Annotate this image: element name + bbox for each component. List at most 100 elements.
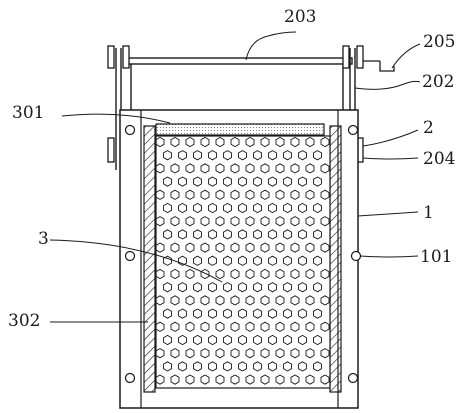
hex-hole (193, 334, 202, 346)
hex-hole (320, 295, 330, 306)
hex-hole (230, 348, 240, 359)
hex-hole (275, 348, 285, 359)
leader-2 (362, 129, 419, 147)
crank-handle (363, 60, 395, 72)
hex-hole (283, 334, 292, 346)
callout-302: 302 (8, 311, 40, 331)
leader-101 (359, 255, 419, 258)
hex-hole (238, 150, 247, 161)
hex-hole (215, 163, 225, 174)
hex-hole (193, 282, 202, 293)
leader-203 (245, 31, 297, 61)
hex-hole (163, 282, 172, 293)
hex-hole (208, 282, 217, 293)
hex-hole (283, 202, 292, 214)
hex-hole (193, 361, 202, 372)
hex-hole (156, 216, 165, 227)
hex-hole (268, 150, 277, 161)
hex-hole (230, 374, 240, 385)
hex-hole (156, 268, 165, 280)
hex-hole (200, 216, 210, 227)
hexagon-holes (156, 136, 330, 385)
hex-hole (275, 242, 285, 253)
hex-hole (298, 255, 307, 266)
hex-hole (305, 321, 315, 332)
callout-203: 203 (284, 7, 316, 27)
hex-hole (238, 176, 247, 187)
callout-205: 205 (423, 32, 455, 52)
hex-hole (305, 136, 315, 148)
hex-hole (245, 295, 255, 306)
clamp-top-right (342, 45, 350, 69)
hex-hole (193, 150, 202, 161)
hex-hole (320, 163, 330, 174)
hex-hole (170, 163, 180, 174)
hex-hole (208, 308, 217, 319)
hex-hole (215, 136, 225, 148)
hex-hole (208, 255, 217, 266)
hex-hole (178, 255, 187, 266)
hex-hole (245, 268, 255, 280)
hex-hole (298, 202, 307, 214)
hex-hole (298, 150, 307, 161)
left-hatched-strip (143, 125, 156, 393)
hex-hole (268, 176, 277, 187)
hex-hole (200, 374, 210, 385)
hex-hole (185, 242, 195, 253)
hex-hole (253, 282, 262, 293)
hex-hole (193, 202, 202, 214)
hex-hole (268, 308, 277, 319)
hex-hole (245, 216, 255, 227)
hex-hole (185, 189, 195, 200)
hex-hole (193, 255, 202, 266)
hex-hole (305, 374, 315, 385)
hex-hole (245, 189, 255, 200)
hex-hole (185, 321, 195, 332)
hex-hole (245, 163, 255, 174)
hex-hole (163, 229, 172, 240)
hex-hole (320, 136, 330, 148)
hex-hole (313, 334, 322, 346)
hex-hole (208, 176, 217, 187)
hex-hole (185, 136, 195, 148)
hex-hole (238, 361, 247, 372)
callout-301: 301 (12, 103, 44, 123)
hex-hole (170, 374, 180, 385)
leader-301 (61, 113, 171, 124)
hex-hole (156, 136, 165, 148)
hex-hole (268, 334, 277, 346)
hex-hole (320, 189, 330, 200)
hex-hole (156, 295, 165, 306)
hex-hole (260, 136, 270, 148)
hex-hole (253, 334, 262, 346)
hex-hole (178, 229, 187, 240)
hex-hole (305, 189, 315, 200)
hex-hole (290, 136, 300, 148)
hex-hole (313, 255, 322, 266)
hex-hole (283, 255, 292, 266)
hex-hole (208, 361, 217, 372)
hex-hole (253, 150, 262, 161)
hex-hole (185, 348, 195, 359)
leader-202 (354, 80, 421, 90)
hex-hole (193, 229, 202, 240)
hex-hole (313, 282, 322, 293)
hex-hole (275, 295, 285, 306)
hex-hole (223, 361, 232, 372)
hex-hole (313, 308, 322, 319)
hex-hole (283, 176, 292, 187)
hex-hole (238, 308, 247, 319)
right-hatched-strip (329, 125, 342, 393)
hex-hole (275, 321, 285, 332)
hex-hole (185, 268, 195, 280)
hex-hole (215, 189, 225, 200)
hex-hole (238, 255, 247, 266)
hex-hole (320, 348, 330, 359)
hex-hole (200, 163, 210, 174)
hex-hole (253, 361, 262, 372)
hex-hole (283, 282, 292, 293)
hex-hole (320, 321, 330, 332)
hole-top-left (124, 124, 136, 136)
hex-hole (170, 216, 180, 227)
